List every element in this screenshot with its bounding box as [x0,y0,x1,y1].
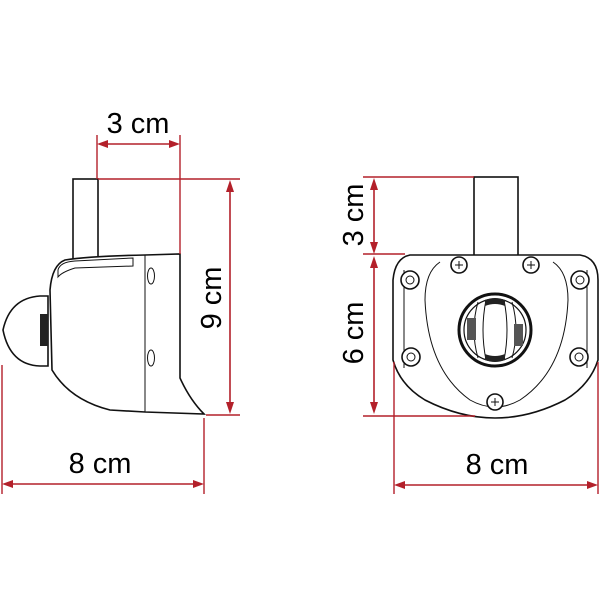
mounting-bolt [569,347,589,367]
phillips-screw [486,393,504,411]
front-stem-height-label: 3 cm [338,184,370,247]
mounting-bolt [570,270,590,290]
phillips-screw [522,256,540,274]
side-knob-grip [40,314,48,346]
front-bottom-width-label: 8 cm [466,449,529,481]
side-stem [72,178,99,260]
side-top-width-label: 3 cm [107,108,170,140]
side-knob [2,295,49,367]
mounting-bolt [401,347,421,367]
side-body [49,253,206,415]
side-hole [147,349,155,367]
side-hole [147,267,155,285]
phillips-screw [450,256,468,274]
lock-key-slot [467,318,476,340]
side-view: 3 cm 9 cm 8 cm [1,108,240,494]
side-height-label: 9 cm [196,267,228,330]
mounting-bolt [400,270,420,290]
side-bottom-width-label: 8 cm [69,448,132,480]
side-groove [57,257,134,279]
front-stem [473,176,519,258]
lock-cylinder [457,292,533,368]
front-body-height-label: 6 cm [338,302,370,365]
front-view: 3 cm 6 cm 8 cm [338,176,599,494]
lock-key-slot [514,324,523,346]
